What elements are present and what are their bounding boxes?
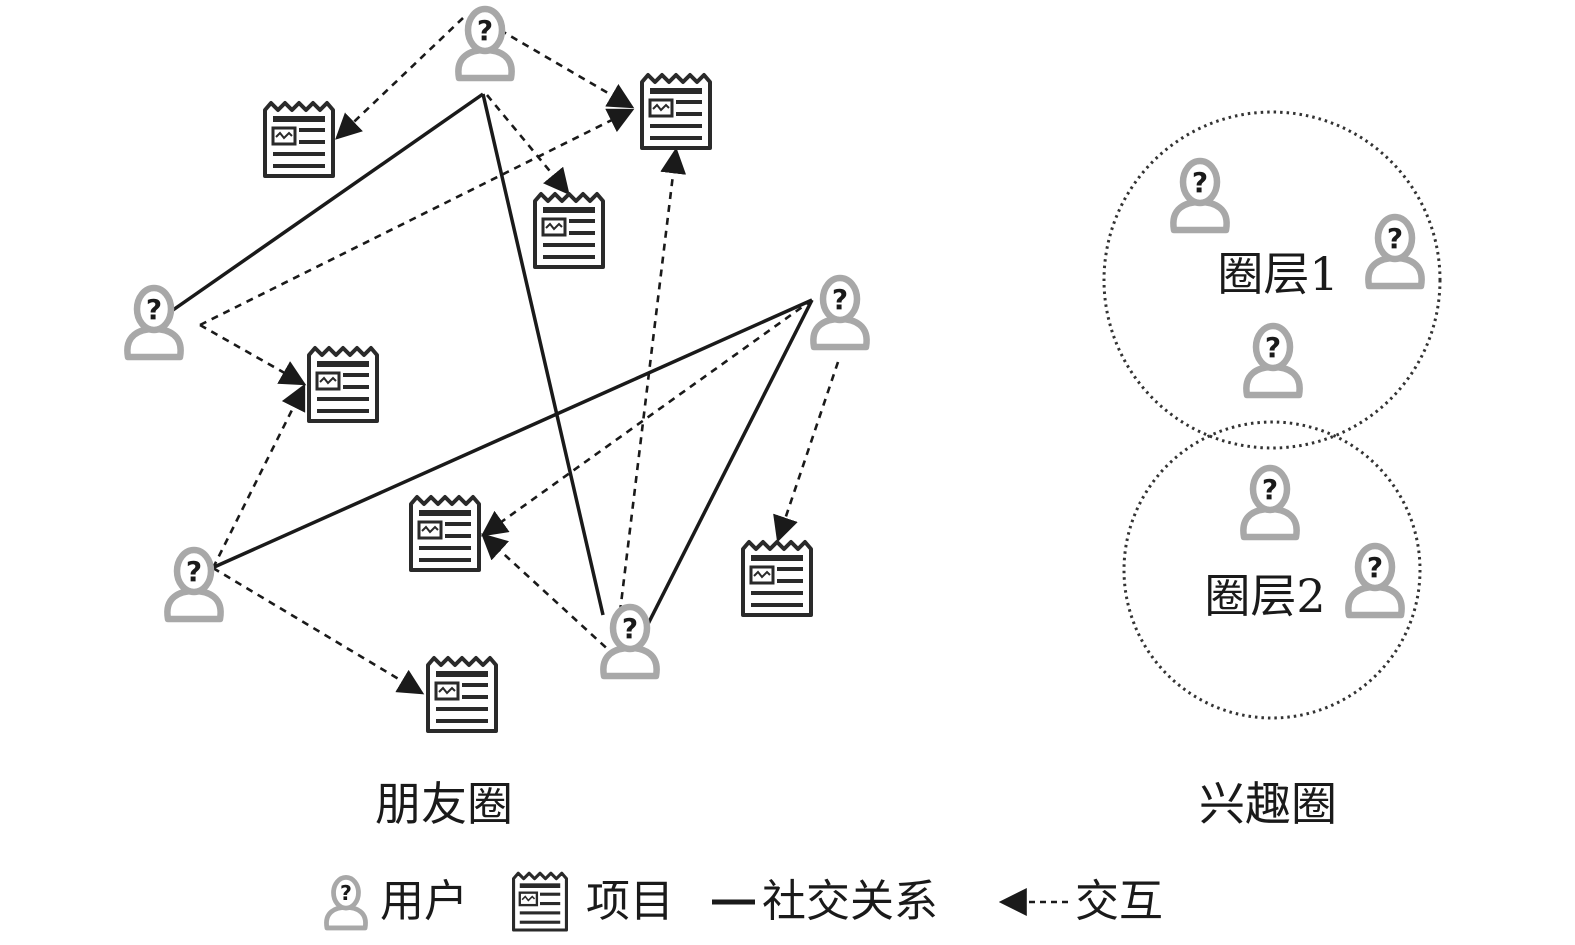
layer2-label: 圈层2 — [1204, 569, 1325, 623]
legend: 用户 项目 社交关系 交互 — [326, 871, 1163, 932]
legend-item-icon — [511, 871, 569, 932]
item-icon — [640, 73, 712, 150]
user-icon — [167, 550, 220, 619]
user-icon — [1348, 546, 1401, 615]
interaction-edges — [199, 17, 840, 695]
interest-circle-graph: 圈层1 圈层2 兴趣圈 — [1102, 110, 1442, 831]
layer2-circle — [1122, 420, 1422, 720]
user-icon — [603, 607, 656, 676]
item-icon — [307, 346, 379, 423]
items — [263, 73, 813, 733]
social-edge — [644, 299, 814, 629]
user-icon — [458, 9, 511, 78]
legend-user-icon — [326, 877, 365, 928]
user-icon — [1173, 161, 1226, 230]
legend-item-label: 项目 — [586, 876, 674, 927]
friend-circle-graph: 朋友圈 — [127, 9, 866, 831]
legend-social-label: 社交关系 — [762, 876, 938, 927]
user-icon — [127, 288, 180, 357]
interaction-edge — [773, 361, 840, 543]
interaction-edge — [499, 28, 635, 109]
user-icon — [813, 278, 866, 347]
interaction-edge — [212, 566, 425, 695]
social-edge — [211, 298, 813, 570]
friend-circle-caption: 朋友圈 — [375, 777, 513, 831]
social-edge — [171, 92, 485, 312]
interest-circle-caption: 兴趣圈 — [1199, 777, 1337, 831]
user-icon — [1246, 326, 1299, 395]
item-icon — [409, 495, 481, 572]
social-relation-edges — [171, 92, 814, 629]
interaction-edge — [199, 108, 635, 327]
interaction-edge — [211, 383, 306, 569]
user-icon — [1243, 468, 1296, 537]
interaction-edge — [485, 94, 570, 196]
user-icon — [1368, 217, 1421, 286]
item-icon — [263, 101, 335, 178]
legend-interaction-label: 交互 — [1075, 876, 1163, 927]
layer1-label: 圈层1 — [1217, 247, 1338, 301]
interaction-edge — [199, 323, 307, 386]
item-icon — [533, 192, 605, 269]
interaction-edge — [480, 298, 813, 537]
social-edge — [481, 93, 605, 616]
legend-user-label: 用户 — [380, 876, 468, 927]
layer1-circle — [1102, 110, 1442, 450]
interaction-edge — [335, 17, 464, 140]
item-icon — [426, 656, 498, 733]
interaction-edge — [481, 533, 626, 666]
item-icon — [741, 540, 813, 617]
